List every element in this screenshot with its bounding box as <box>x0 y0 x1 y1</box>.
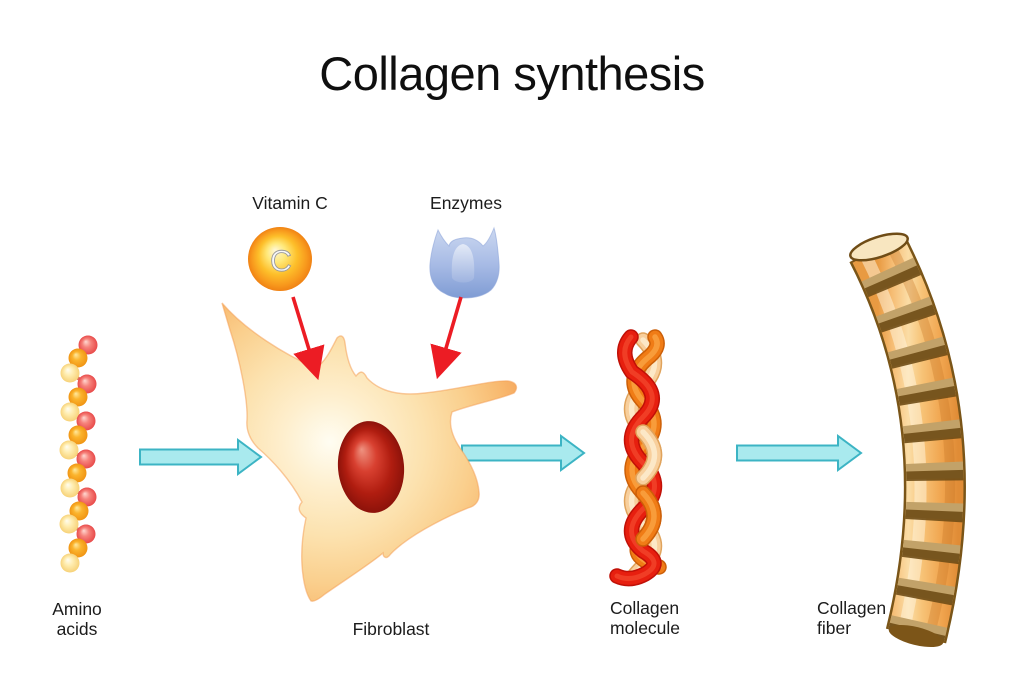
collagen-molecule-label: Collagen molecule <box>610 598 681 638</box>
fiber-bands-dark <box>851 234 964 643</box>
process-arrow-1 <box>139 438 263 476</box>
amino-acid-chain-illustration <box>59 335 98 573</box>
vitamin-c-sphere: C <box>248 227 312 291</box>
process-arrows <box>139 434 863 476</box>
vitamin-c-arrow <box>291 296 325 381</box>
collagen-fiber-tube <box>849 232 966 648</box>
fibroblast-nucleus <box>337 421 405 513</box>
vitamin-c-letter: C <box>270 245 292 278</box>
enzyme-center-lobe <box>451 244 475 283</box>
fibroblast-label: Fibroblast <box>352 619 430 639</box>
amino-acid-beads <box>59 335 98 573</box>
enzymes-arrow <box>430 296 463 380</box>
fiber-bottom-cap <box>888 624 944 648</box>
collagen-fiber-label: Collagen fiber <box>817 598 887 638</box>
vitamin-c-label: Vitamin C <box>252 193 328 213</box>
diagram-title: Collagen synthesis <box>319 47 705 100</box>
process-arrow-2 <box>461 434 586 472</box>
helix-strand-red <box>609 329 663 587</box>
enzymes-label: Enzymes <box>430 193 502 213</box>
helix-crossovers <box>635 424 663 547</box>
process-arrow-3 <box>736 434 863 472</box>
fiber-top-cap <box>849 232 909 262</box>
amino-acids-label: Amino acids <box>52 599 102 639</box>
collagen-molecule-helix <box>609 329 667 587</box>
input-arrows <box>291 296 463 381</box>
enzyme-icon <box>429 226 500 299</box>
